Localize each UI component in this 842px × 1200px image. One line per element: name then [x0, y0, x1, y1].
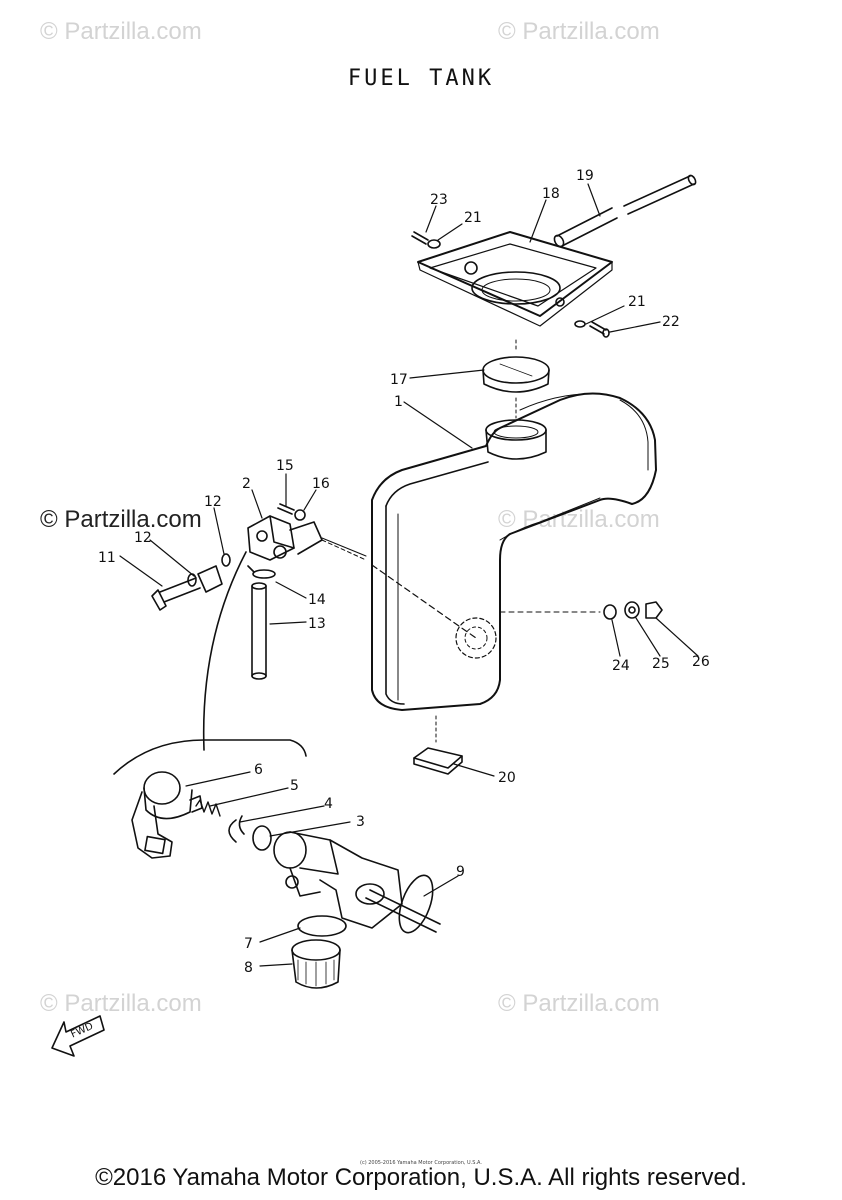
o-ring-3 — [252, 825, 272, 851]
callout-12b: 12 — [204, 494, 222, 510]
callout-23: 23 — [430, 192, 448, 208]
callout-17: 17 — [390, 372, 408, 388]
callout-7: 7 — [244, 936, 253, 952]
fuel-cap — [482, 339, 550, 419]
callout-15: 15 — [276, 458, 294, 474]
callout-26: 26 — [692, 654, 710, 670]
callout-18: 18 — [542, 186, 560, 202]
tank-tray — [417, 231, 613, 327]
watermark-top-left: © Partzilla.com — [40, 18, 202, 45]
callout-22: 22 — [662, 314, 680, 330]
tank-fasteners — [499, 601, 663, 620]
lever-bracket-outline — [113, 739, 307, 775]
leader-lines — [119, 183, 699, 967]
callout-25: 25 — [652, 656, 670, 672]
callout-1: 1 — [394, 394, 403, 410]
callout-21a: 21 — [464, 210, 482, 226]
callout-24: 24 — [612, 658, 630, 674]
callout-8: 8 — [244, 960, 253, 976]
callout-3: 3 — [356, 814, 365, 830]
callout-13: 13 — [308, 616, 326, 632]
footer-copyright: ©2016 Yamaha Motor Corporation, U.S.A. A… — [95, 1164, 747, 1191]
fuel-cock-screw — [277, 503, 306, 521]
lever-clip — [228, 815, 245, 843]
watermark-top-right: © Partzilla.com — [498, 18, 660, 45]
fuel-cock — [247, 515, 367, 561]
tray-screw-right — [574, 320, 610, 338]
callout-labels: 1 2 3 4 5 6 7 8 9 11 12 12 13 14 15 16 1… — [98, 168, 710, 976]
fwd-arrow-icon: FWD — [51, 1015, 105, 1057]
watermark-bottom-right: © Partzilla.com — [498, 990, 660, 1017]
vent-tube — [553, 174, 697, 248]
fuel-tank — [371, 392, 657, 711]
fwd-label: FWD — [69, 1021, 95, 1041]
callout-5: 5 — [290, 778, 299, 794]
callout-12a: 12 — [134, 530, 152, 546]
callout-19: 19 — [576, 168, 594, 184]
callout-16: 16 — [312, 476, 330, 492]
callout-21b: 21 — [628, 294, 646, 310]
callout-6: 6 — [254, 762, 263, 778]
callout-9: 9 — [456, 864, 465, 880]
o-ring-9 — [365, 874, 441, 934]
lever-spring — [195, 799, 221, 817]
callout-20: 20 — [498, 770, 516, 786]
fuel-lever — [131, 771, 203, 859]
sediment-cup — [291, 939, 341, 989]
callout-11: 11 — [98, 550, 116, 566]
diagram-title: FUEL TANK — [347, 66, 495, 91]
hose-clip — [247, 565, 276, 579]
gasket-7 — [297, 915, 347, 937]
control-cable — [202, 551, 247, 751]
watermark-bottom-left: © Partzilla.com — [40, 990, 202, 1017]
watermark-mid-left: © Partzilla.com — [40, 506, 202, 533]
banjo-bolt — [151, 553, 231, 611]
tray-screw-left — [411, 231, 441, 249]
fuel-hose — [251, 582, 267, 680]
tank-damper — [413, 715, 463, 775]
callout-2: 2 — [242, 476, 251, 492]
callout-14: 14 — [308, 592, 326, 608]
fuel-cock-body — [273, 831, 403, 929]
tiny-copyright: (c) 2005-2016 Yamaha Motor Corporation, … — [360, 1160, 482, 1166]
callout-4: 4 — [324, 796, 333, 812]
